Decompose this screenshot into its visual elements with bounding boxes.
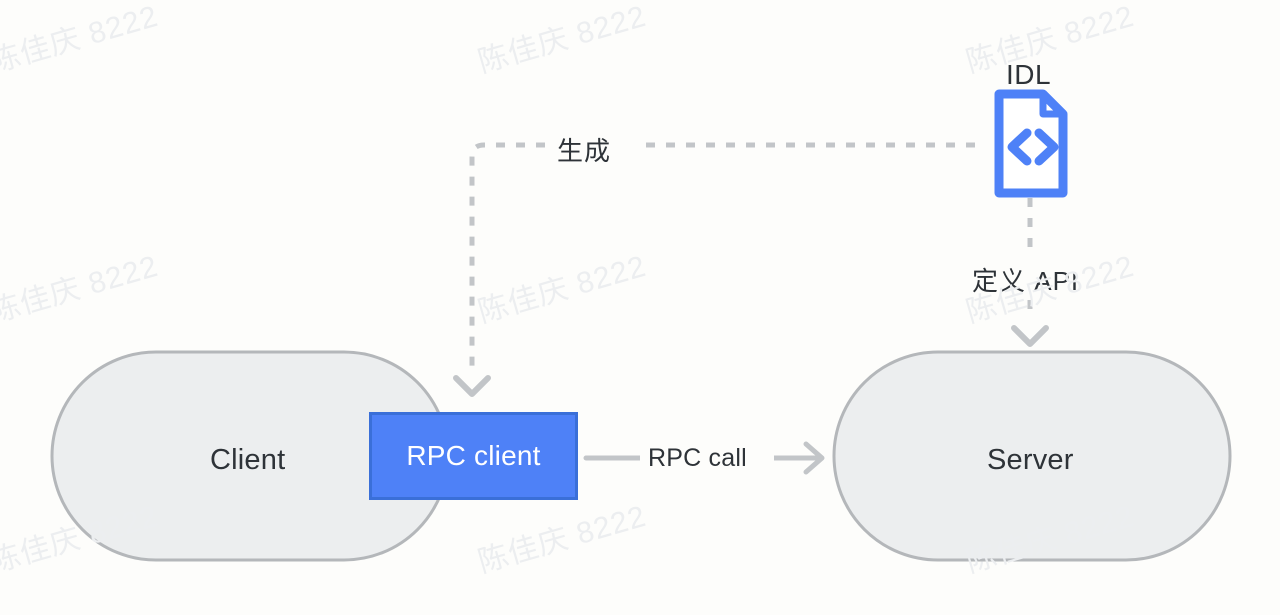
generate-arrowhead-icon [453,375,491,397]
generate-dash-left [469,142,545,368]
rpc-client-node-label: RPC client [406,440,541,471]
rpc-call-arrowhead-icon [803,441,825,475]
rpc-client-node[interactable]: RPC client [369,412,578,500]
server-node-shape[interactable] [832,350,1232,562]
client-node-label: Client [210,444,286,476]
rpc-call-label-plate [640,436,774,480]
define-api-arrowhead-icon [1011,325,1049,347]
generate-label-plate [551,124,639,168]
generate-edge-label: 生成 [557,136,612,166]
idl-node-label: IDL [1006,59,1052,90]
define-api-edge-label: 定义 API [972,266,1080,296]
rpc-call-edge-label: RPC call [648,444,747,472]
code-file-icon[interactable] [994,89,1068,198]
server-node-label: Server [987,444,1074,476]
